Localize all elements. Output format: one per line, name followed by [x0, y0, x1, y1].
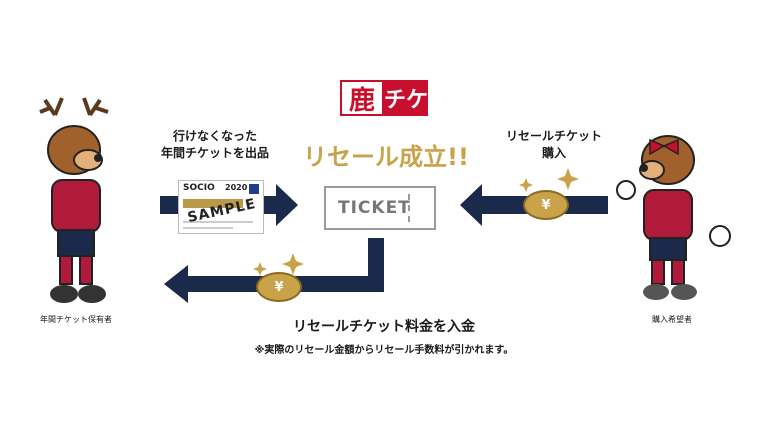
ticket-perforation — [408, 194, 410, 222]
seller-deer-mascot — [39, 97, 109, 303]
card-logo-icon — [249, 184, 259, 194]
sparkles — [253, 168, 579, 276]
buyer-caption: 購入希望者 — [652, 315, 692, 324]
payout-label: リセールチケット料金を入金 — [293, 319, 475, 335]
card-gold-bar — [183, 199, 243, 208]
seller-caption: 年間チケット保有者 — [40, 315, 112, 324]
yen-coin-icon: ¥ — [256, 272, 302, 302]
buyer-action-line-2: 購入 — [541, 146, 566, 160]
yen-coin-icon: ¥ — [523, 190, 569, 220]
shika-ticket-logo: 鹿 チケ — [340, 80, 428, 116]
seller-action-line-2: 年間チケットを出品 — [160, 146, 269, 160]
buyer-deer-mascot — [616, 135, 731, 300]
ticket-text: TICKET — [338, 198, 411, 218]
ticket-icon: TICKET — [324, 186, 436, 230]
fee-note: ※実際のリセール金額からリセール手数料が引かれます。 — [254, 345, 514, 356]
resale-success-headline: リセール成立!! — [303, 143, 469, 171]
buyer-action-label: リセールチケット 購入 — [494, 128, 614, 162]
seller-action-line-1: 行けなくなった — [172, 129, 257, 143]
yen-symbol: ¥ — [274, 279, 284, 295]
seller-action-label: 行けなくなった 年間チケットを出品 — [150, 128, 280, 162]
card-line — [183, 227, 233, 229]
yen-symbol: ¥ — [541, 197, 551, 213]
card-year: 2020 — [225, 183, 248, 192]
card-line — [183, 221, 253, 223]
buyer-action-line-1: リセールチケット — [505, 129, 602, 143]
season-ticket-card: SOCIO 2020 SAMPLE — [178, 180, 264, 234]
logo-char-1: 鹿 — [340, 80, 384, 116]
logo-char-2: チケ — [384, 80, 428, 116]
card-brand: SOCIO — [183, 183, 215, 193]
